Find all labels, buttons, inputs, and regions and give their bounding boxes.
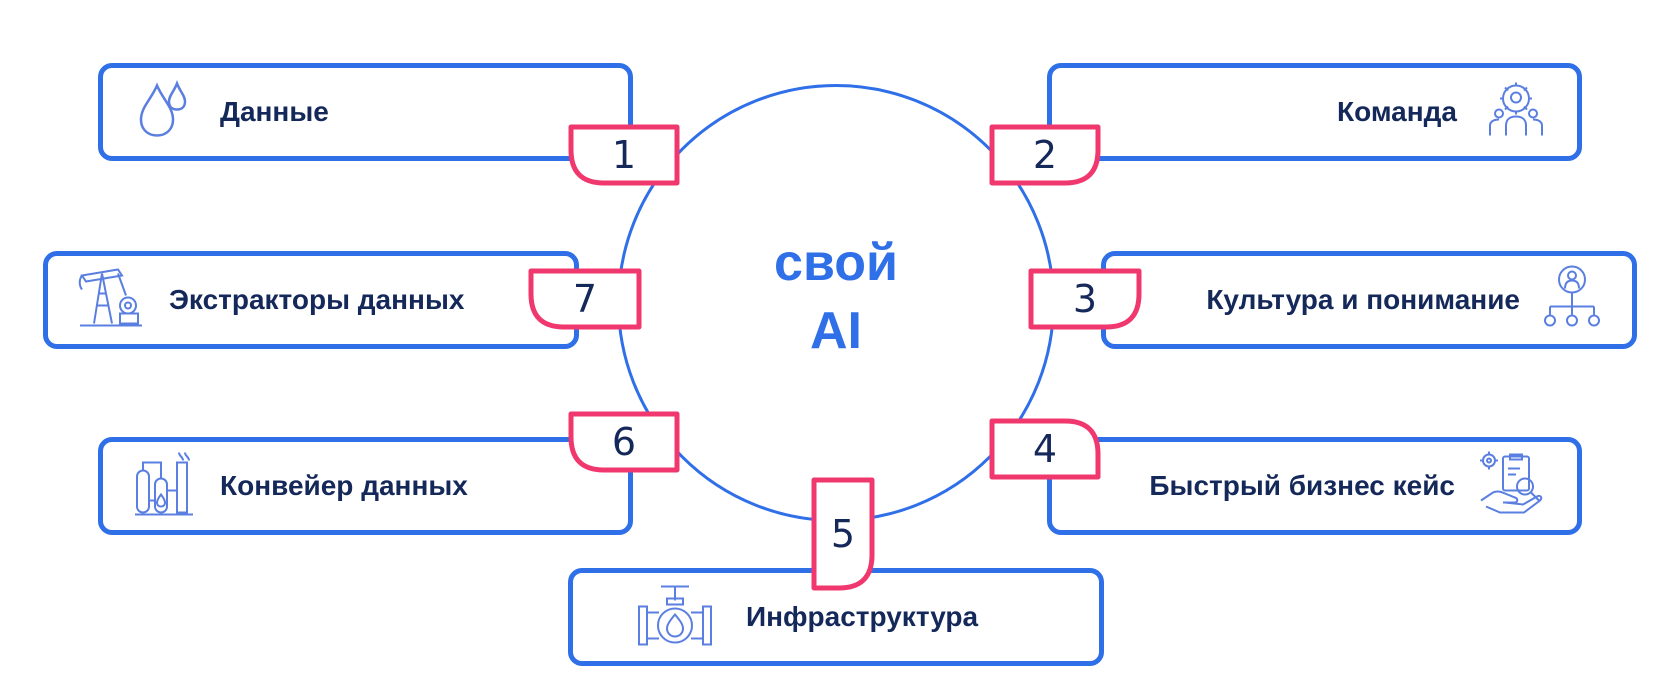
center-title-line2: AI — [810, 302, 862, 360]
drops-icon — [135, 79, 189, 145]
item-box-3: Культура и понимание — [1101, 251, 1637, 349]
pipe-valve-icon — [637, 581, 713, 654]
hand-document-search-icon — [1479, 451, 1547, 522]
hierarchy-person-icon — [1542, 265, 1602, 336]
refinery-icon — [133, 451, 195, 522]
number-label-2: 2 — [1032, 133, 1058, 177]
item-box-7: Экстракторы данных — [43, 251, 579, 349]
item-label-2: Команда — [1337, 96, 1457, 127]
oil-pump-icon — [78, 266, 144, 335]
team-gear-icon — [1485, 81, 1547, 144]
item-box-1: Данные — [98, 63, 633, 161]
number-label-1: 1 — [611, 133, 637, 177]
item-box-4: Быстрый бизнес кейс — [1047, 437, 1582, 535]
number-label-5: 5 — [830, 512, 856, 556]
item-box-2: Команда — [1047, 63, 1582, 161]
item-label-7: Экстракторы данных — [169, 284, 465, 315]
number-label-3: 3 — [1072, 277, 1098, 321]
number-tab-4: 4 — [989, 418, 1101, 480]
number-label-6: 6 — [611, 420, 637, 464]
number-label-7: 7 — [572, 277, 598, 321]
number-tab-6: 6 — [568, 411, 680, 473]
number-label-4: 4 — [1032, 427, 1058, 471]
number-tab-3: 3 — [1028, 268, 1142, 330]
item-label-4: Быстрый бизнес кейс — [1149, 470, 1455, 501]
item-label-5: Инфраструктура — [746, 601, 979, 632]
number-tab-2: 2 — [989, 124, 1101, 186]
number-tab-1: 1 — [568, 124, 680, 186]
item-label-3: Культура и понимание — [1206, 284, 1520, 315]
item-box-6: Конвейер данных — [98, 437, 633, 535]
center-title-line1: свой — [774, 234, 898, 292]
item-label-1: Данные — [220, 96, 329, 127]
number-tab-7: 7 — [528, 268, 642, 330]
item-label-6: Конвейер данных — [220, 470, 468, 501]
number-tab-5: 5 — [811, 477, 875, 591]
